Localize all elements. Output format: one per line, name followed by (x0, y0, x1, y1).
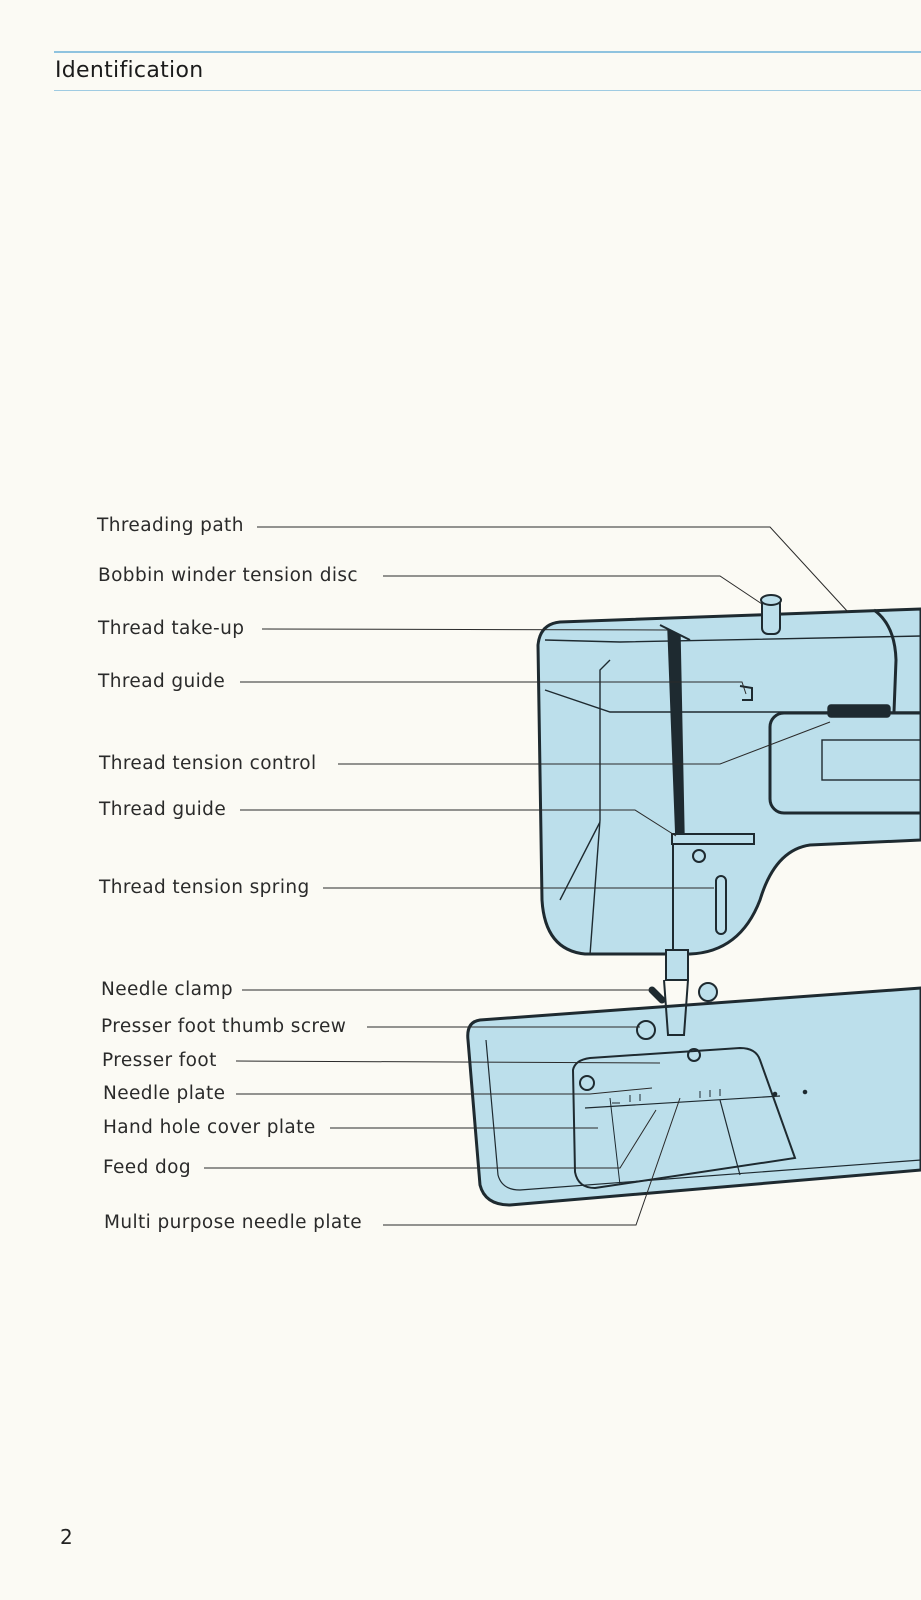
label-thread-guide-upper: Thread guide (98, 671, 226, 692)
label-threading-path: Threading path (97, 515, 244, 536)
header-rule-top (54, 51, 921, 53)
label-bobbin-winder-tension-disc: Bobbin winder tension disc (98, 565, 359, 586)
page-title: Identification (55, 58, 204, 83)
label-thread-tension-control: Thread tension control (99, 753, 317, 774)
label-needle-plate: Needle plate (103, 1083, 226, 1104)
label-thread-guide-lower: Thread guide (99, 799, 227, 820)
label-thread-tension-spring: Thread tension spring (99, 877, 310, 898)
label-multi-purpose-needle-plate: Multi purpose needle plate (104, 1212, 363, 1233)
header-rule-bottom (54, 90, 921, 91)
label-needle-clamp: Needle clamp (101, 979, 233, 1000)
label-thread-take-up: Thread take-up (98, 618, 245, 639)
label-presser-foot-thumb-screw: Presser foot thumb screw (101, 1016, 347, 1037)
leader-lines (204, 526, 849, 1226)
label-presser-foot: Presser foot (102, 1050, 217, 1071)
page-number: 2 (60, 1525, 73, 1549)
label-feed-dog: Feed dog (103, 1157, 192, 1178)
label-hand-hole-cover-plate: Hand hole cover plate (103, 1117, 316, 1138)
machine-details (485, 594, 921, 1191)
